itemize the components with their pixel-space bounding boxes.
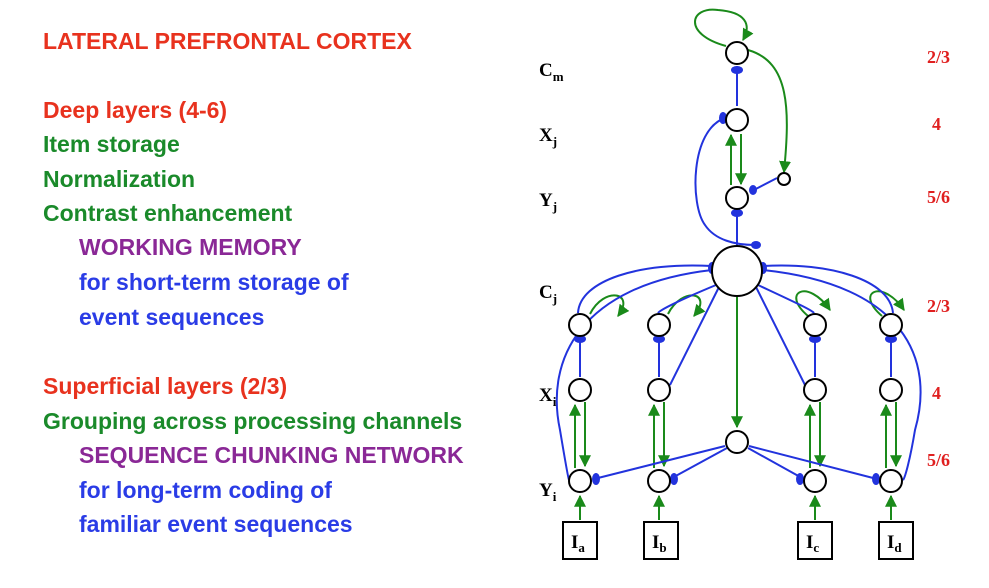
cc-self-loop [795, 290, 831, 317]
input-label-d: Id [887, 532, 902, 555]
sequence-chunking-title: SEQUENCE CHUNKING NETWORK [79, 442, 464, 468]
node-yd [879, 469, 903, 493]
node-combiner [725, 430, 749, 454]
layer-label-5: 4 [932, 383, 941, 403]
node-cm [725, 41, 749, 65]
layer-label-3: 5/6 [927, 187, 950, 207]
node-cb [647, 313, 671, 337]
layer-label-2: 4 [932, 114, 941, 134]
row-label-yj: Yj [539, 190, 557, 214]
synapse-terminals [574, 66, 897, 485]
grouping-line: Grouping across processing channels [43, 408, 463, 434]
sequence-chunking-desc-2: familiar event sequences [79, 511, 353, 537]
node-cj [711, 245, 763, 297]
node-small [777, 172, 791, 186]
row-label-xi: Xi [539, 385, 557, 409]
deep-layers-heading: Deep layers (4-6) [43, 97, 228, 123]
input-boxes [562, 521, 914, 560]
node-cd [879, 313, 903, 337]
normalization-line: Normalization [43, 166, 196, 192]
description-panel: LATERAL PREFRONTAL CORTEX Deep layers (4… [43, 28, 464, 537]
node-ya [568, 469, 592, 493]
superficial-layers-heading: Superficial layers (2/3) [43, 373, 288, 399]
node-yc [803, 469, 827, 493]
input-label-b: Ib [652, 532, 667, 555]
row-label-cj: Cj [539, 282, 557, 306]
row-label-cm: Cm [539, 60, 564, 84]
layer-labels: 2/3 4 5/6 2/3 4 5/6 [927, 47, 950, 470]
node-xc [803, 378, 827, 402]
input-box-c [797, 521, 833, 560]
contrast-enhancement-line: Contrast enhancement [43, 200, 293, 226]
input-label-c: Ic [806, 532, 819, 555]
working-memory-desc-1: for short-term storage of [79, 269, 349, 295]
node-xd [879, 378, 903, 402]
input-box-d [878, 521, 914, 560]
input-label-a: Ia [571, 532, 585, 555]
layer-label-4: 2/3 [927, 296, 950, 316]
ca-self-loop [589, 294, 630, 317]
cd-self-loop [869, 290, 905, 317]
network-nodes [568, 41, 903, 493]
row-label-yi: Yi [539, 480, 557, 504]
working-memory-title: WORKING MEMORY [79, 234, 302, 260]
row-labels: Cm Xj Yj Cj Xi Yi [539, 60, 564, 504]
excitatory-connections [569, 8, 905, 520]
node-xj [725, 108, 749, 132]
row-label-xj: Xj [539, 125, 557, 149]
title-line: LATERAL PREFRONTAL CORTEX [43, 28, 412, 54]
node-yj [725, 186, 749, 210]
sequence-chunking-desc-1: for long-term coding of [79, 477, 332, 503]
item-storage-line: Item storage [43, 131, 180, 157]
node-cc [803, 313, 827, 337]
node-xb [647, 378, 671, 402]
input-box-b [643, 521, 679, 560]
node-xa [568, 378, 592, 402]
node-ca [568, 313, 592, 337]
node-yb [647, 469, 671, 493]
working-memory-desc-2: event sequences [79, 304, 265, 330]
cm-to-small-node [747, 49, 792, 174]
cm-self-loop [694, 8, 754, 47]
layer-label-6: 5/6 [927, 450, 950, 470]
input-box-a [562, 521, 598, 560]
layer-label-1: 2/3 [927, 47, 950, 67]
input-labels: Ia Ib Ic Id [571, 532, 902, 555]
